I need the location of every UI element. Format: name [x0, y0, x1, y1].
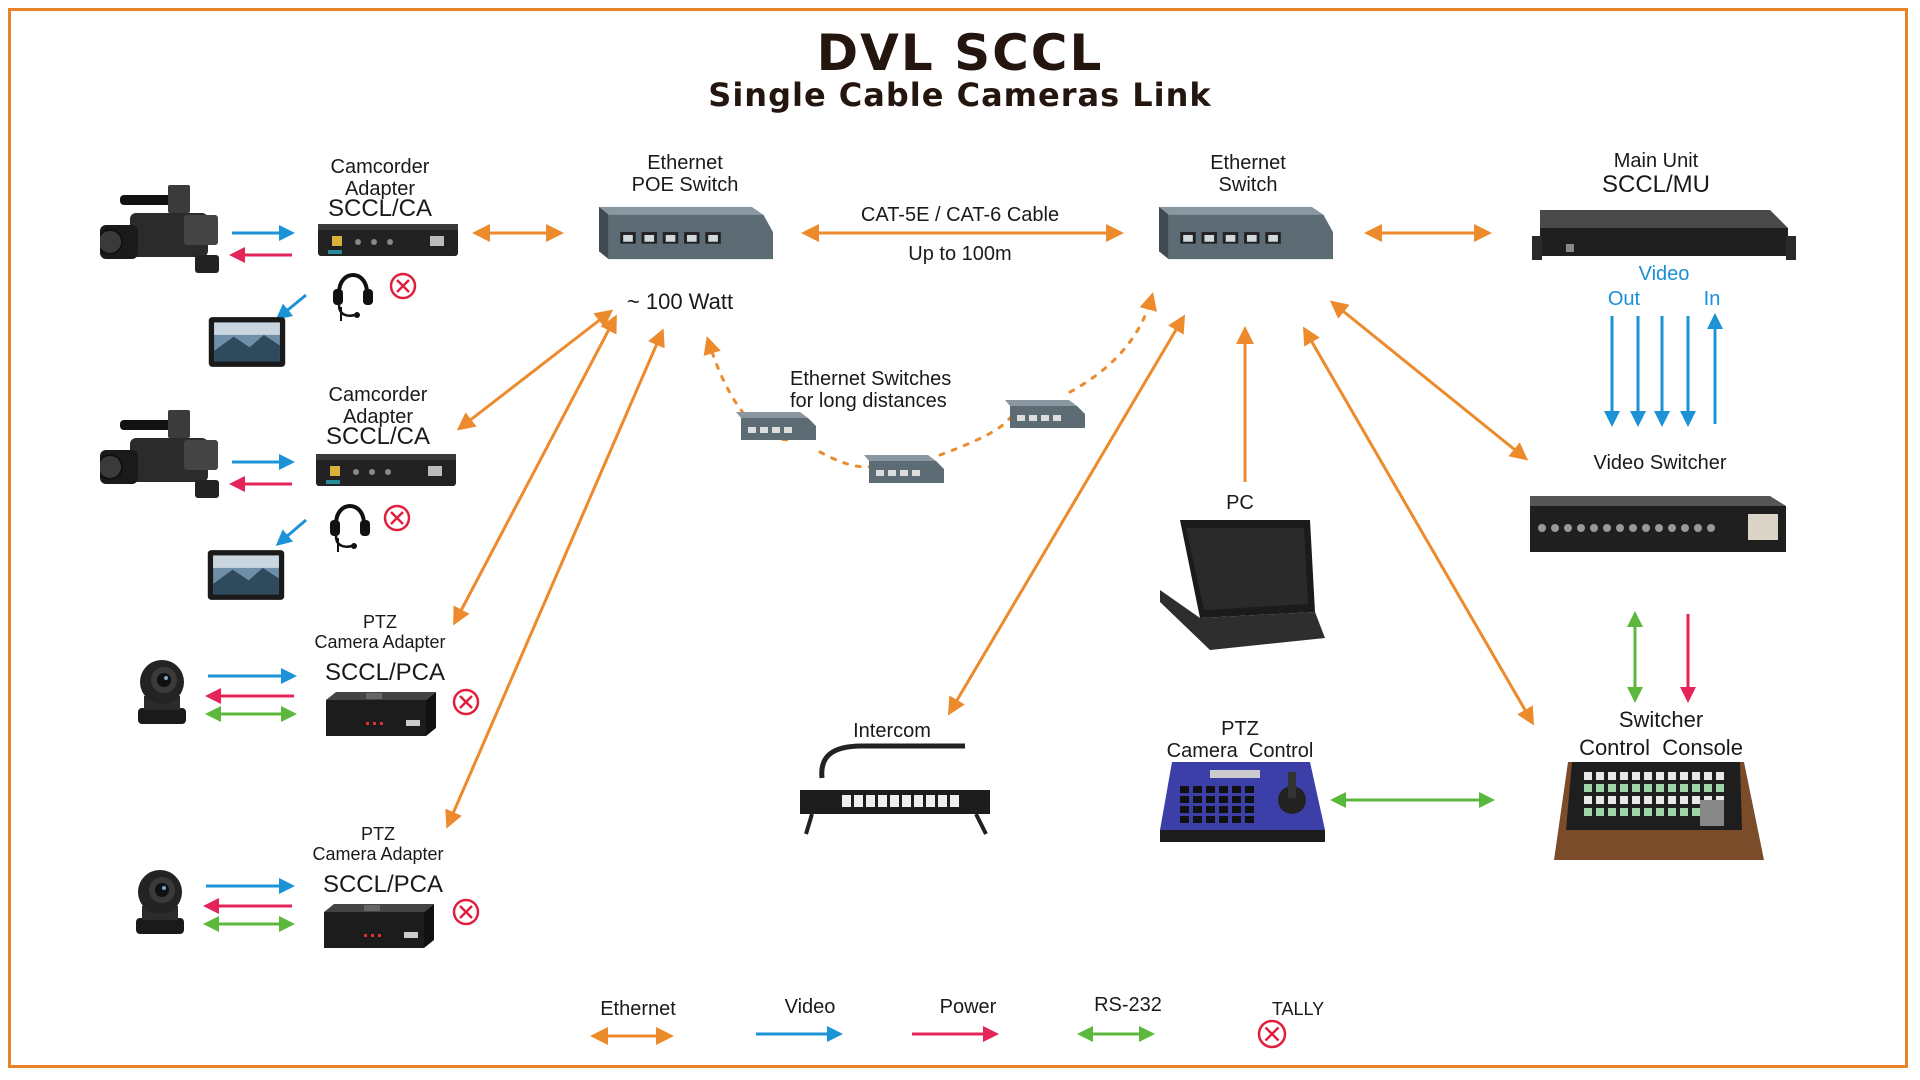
video-in-label: In: [1703, 288, 1721, 310]
cable-type-label: CAT-5E / CAT-6 Cable: [860, 204, 1060, 226]
video-arrow-monitor-1: [275, 293, 307, 320]
diagram-subtitle: Single Cable Cameras Link: [708, 76, 1212, 114]
ethernet-link-videoswitcher: [1329, 300, 1529, 461]
long-distance-label: Ethernet Switches for long distances: [790, 368, 952, 412]
video-switcher-label: Video Switcher: [1593, 452, 1727, 474]
ethernet-link-pca1-poe: [453, 314, 617, 626]
camcorder-adapter-1-label: Camcorder Adapter: [330, 156, 430, 200]
ptz-controller-icon: [1160, 762, 1325, 842]
switcher-console-label: Switcher Control Console: [1579, 707, 1743, 760]
ptz-adapter-1-label: PTZ Camera Adapter: [314, 612, 446, 652]
camcorder-adapter-1-model: SCCL/CA: [327, 195, 433, 222]
ethernet-link-intercom: [947, 314, 1186, 716]
camcorder-adapter-device: [318, 224, 458, 256]
ethernet-link-pca2-poe: [445, 328, 665, 829]
video-out-label: Out: [1607, 288, 1641, 310]
legend-tally-icon: [1257, 1019, 1287, 1049]
network-switch-icon: [736, 412, 816, 440]
headset-icon: [333, 273, 373, 323]
legend-label-ethernet: Ethernet: [600, 998, 676, 1020]
video-label: Video: [1638, 263, 1690, 285]
camcorder-adapter-device: [316, 454, 456, 486]
legend-label-rs232: RS-232: [1094, 994, 1162, 1016]
legend-label-tally: TALLY: [1271, 999, 1325, 1019]
poe-watt-label: ~ 100 Watt: [626, 289, 734, 314]
ptz-adapter-2-model: SCCL/PCA: [322, 871, 444, 898]
network-switch-icon: [1159, 206, 1333, 260]
laptop-icon: [1160, 520, 1325, 650]
monitor-icon: [207, 550, 285, 600]
rack-unit-icon: [1532, 210, 1796, 260]
ptz-adapter-device: [326, 692, 436, 736]
ptz-adapter-1-model: SCCL/PCA: [324, 659, 446, 686]
network-switch-icon: [599, 206, 773, 260]
main-unit-label: Main Unit: [1613, 150, 1699, 172]
ptz-control-label: PTZ Camera Control: [1166, 718, 1314, 762]
network-switch-icon: [864, 455, 944, 483]
camcorder-icon: [100, 410, 220, 499]
tally-icon: [389, 272, 417, 300]
network-switch-icon: [1005, 400, 1085, 428]
pc-label: PC: [1226, 492, 1254, 514]
legend-label-power: Power: [939, 996, 997, 1018]
poe-switch-label: Ethernet POE Switch: [631, 152, 739, 196]
video-switcher-icon: [1530, 496, 1786, 552]
camcorder-adapter-2-label: Camcorder Adapter: [328, 384, 428, 428]
camcorder-adapter-2-model: SCCL/CA: [325, 423, 431, 450]
ptz-adapter-2-label: PTZ Camera Adapter: [312, 824, 444, 864]
legend-label-video: Video: [784, 996, 836, 1018]
cable-distance-label: Up to 100m: [908, 243, 1012, 265]
tally-icon: [452, 898, 480, 926]
ethernet-switch-label: Ethernet Switch: [1210, 152, 1286, 196]
ptz-camera-icon: [136, 870, 184, 934]
tally-icon: [383, 504, 411, 532]
camcorder-icon: [100, 185, 220, 274]
monitor-icon: [208, 317, 286, 367]
dashed-link-switch-side: [1068, 292, 1157, 394]
diagram-title: DVL SCCL: [816, 24, 1104, 82]
intercom-icon: [800, 743, 990, 835]
switcher-console-icon: [1554, 762, 1764, 860]
intercom-label: Intercom: [853, 720, 931, 742]
video-arrow-monitor-2: [275, 518, 307, 546]
diagram-frame: [8, 8, 1908, 1068]
tally-icon: [452, 688, 480, 716]
headset-icon: [330, 504, 370, 554]
main-unit-model: SCCL/MU: [1601, 171, 1710, 198]
ptz-camera-icon: [138, 660, 186, 724]
dashed-link-middle-2: [938, 416, 1012, 457]
ethernet-link-console: [1302, 326, 1535, 726]
ptz-adapter-device: [324, 904, 434, 948]
